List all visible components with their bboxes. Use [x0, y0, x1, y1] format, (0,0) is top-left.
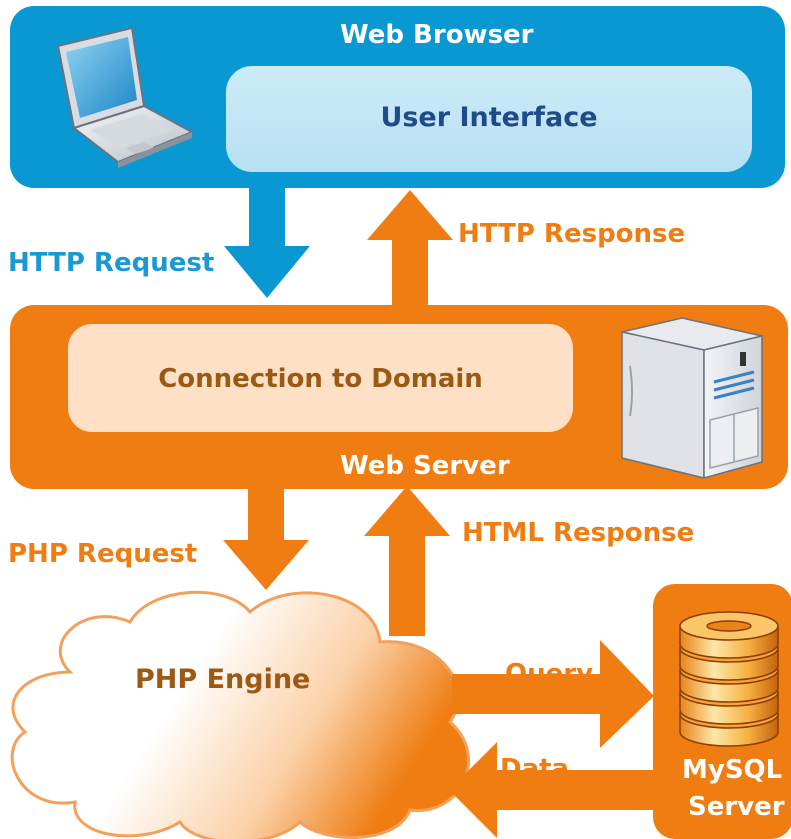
http-response-label: HTTP Response: [458, 219, 686, 249]
data-label: Data: [500, 754, 570, 784]
data-arrow: [449, 742, 655, 838]
html-response-label: HTML Response: [462, 518, 695, 548]
http-request-label: HTTP Request: [8, 248, 215, 278]
http-request-arrow: [224, 188, 310, 298]
connection-to-domain-box: Connection to Domain: [68, 324, 573, 432]
php-engine-label: PHP Engine: [135, 664, 311, 695]
php-request-arrow: [223, 488, 309, 590]
http-response-arrow: [367, 190, 453, 308]
php-engine-cloud: [10, 590, 470, 839]
mysql-server-label: Server: [688, 792, 785, 822]
php-request-label: PHP Request: [8, 539, 198, 569]
database-icon: [679, 611, 779, 747]
query-arrow: [452, 640, 654, 748]
user-interface-label: User Interface: [380, 102, 598, 133]
web-browser-title: Web Browser: [340, 20, 534, 50]
query-label: Query: [505, 659, 594, 689]
connection-to-domain-label: Connection to Domain: [158, 364, 483, 394]
mysql-label: MySQL: [682, 755, 783, 785]
laptop-icon: [56, 26, 195, 168]
server-tower-icon: [621, 317, 763, 479]
html-response-arrow: [364, 486, 450, 636]
user-interface-box: User Interface: [226, 66, 752, 172]
web-server-title: Web Server: [340, 451, 510, 481]
